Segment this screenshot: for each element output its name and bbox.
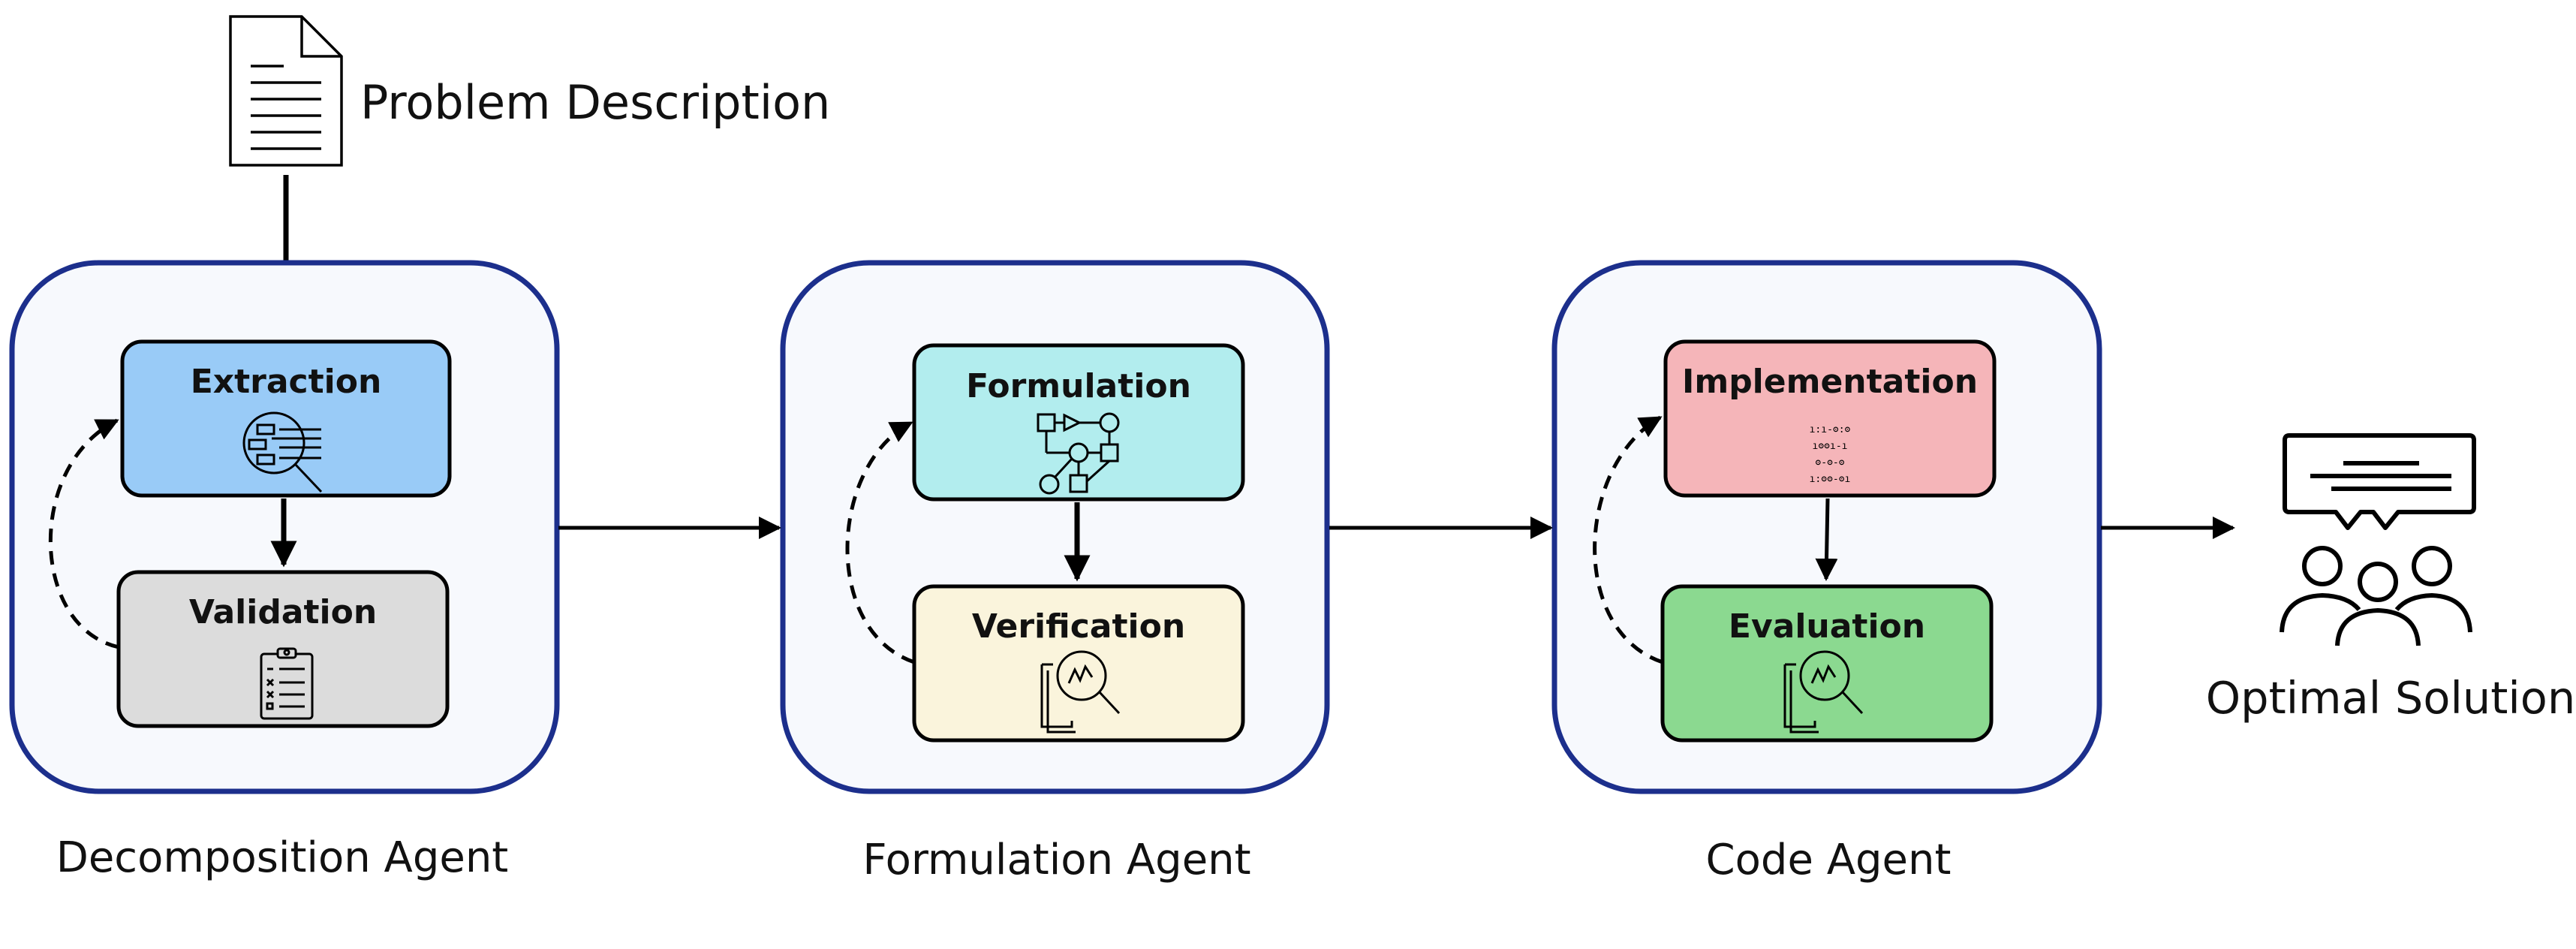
binary-code-icon: ı:ı-ʘ:ʘ ıʘʘı-ı ʘ-ʘ-ʘ ı:ʘʘ-ʘı xyxy=(1810,424,1851,485)
flowchart-icon xyxy=(1037,412,1120,495)
step-label-evaluation: Evaluation xyxy=(1729,607,1925,646)
step-label-validation: Validation xyxy=(189,593,377,631)
feedback-arrow-formulation xyxy=(845,420,915,664)
clipboard-checklist-icon xyxy=(260,647,314,720)
step-box-extraction xyxy=(120,339,452,498)
svg-text:ıʘʘı-ı: ıʘʘı-ı xyxy=(1813,441,1848,452)
step-label-implementation: Implementation xyxy=(1682,363,1978,401)
step-label-formulation: Formulation xyxy=(966,367,1191,405)
input-label: Problem Description xyxy=(360,75,830,130)
agent-name-code: Code Agent xyxy=(1706,836,1952,884)
agent-name-formulation: Formulation Agent xyxy=(862,836,1250,884)
output-label: Optimal Solution xyxy=(2206,672,2576,724)
arrow-implementation-to-evaluation xyxy=(1815,498,1838,581)
agent-name-decomposition: Decomposition Agent xyxy=(56,833,509,882)
document-icon xyxy=(229,15,343,167)
document-magnifier-icon xyxy=(1783,650,1864,734)
team-chat-icon xyxy=(2280,433,2476,646)
step-label-extraction: Extraction xyxy=(191,363,382,401)
feedback-arrow-decomposition xyxy=(48,418,119,649)
step-label-verification: Verification xyxy=(972,607,1185,646)
svg-text:ı:ʘʘ-ʘı: ı:ʘʘ-ʘı xyxy=(1810,474,1851,485)
svg-text:ʘ-ʘ-ʘ: ʘ-ʘ-ʘ xyxy=(1815,457,1844,468)
step-box-implementation xyxy=(1663,339,1997,498)
feedback-arrow-code xyxy=(1593,415,1663,664)
svg-text:ı:ı-ʘ:ʘ: ı:ı-ʘ:ʘ xyxy=(1810,424,1851,435)
magnifier-list-icon xyxy=(242,411,323,493)
document-magnifier-icon xyxy=(1040,650,1121,734)
